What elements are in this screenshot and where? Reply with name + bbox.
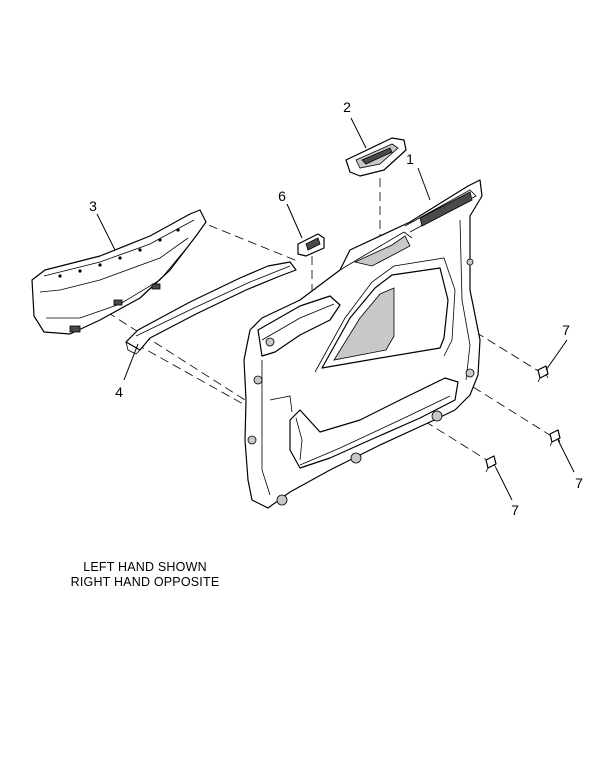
trim-strip [125,261,297,355]
leader-lines [96,117,575,501]
fastener-a [537,365,549,383]
callout-7-right: 7 [575,475,583,491]
door-trim-panel [243,179,483,509]
callout-7-lower: 7 [511,502,519,518]
callout-labels: 1 2 3 4 6 7 7 7 [89,99,583,518]
fastener-c [485,455,497,473]
fastener-b [549,429,561,447]
callout-4: 4 [115,384,123,400]
callout-6: 6 [278,188,286,204]
upper-trim-insert [31,209,207,335]
power-switch [297,233,325,257]
note-line-1: LEFT HAND SHOWN [83,560,207,574]
callout-2: 2 [343,99,351,115]
switch-bezel [345,137,407,177]
note-line-2: RIGHT HAND OPPOSITE [70,575,220,589]
callout-1: 1 [406,151,414,167]
callout-3: 3 [89,198,97,214]
push-pin-fasteners [485,365,561,473]
callout-7-upper: 7 [562,322,570,338]
orientation-note: LEFT HAND SHOWN RIGHT HAND OPPOSITE [40,560,250,590]
